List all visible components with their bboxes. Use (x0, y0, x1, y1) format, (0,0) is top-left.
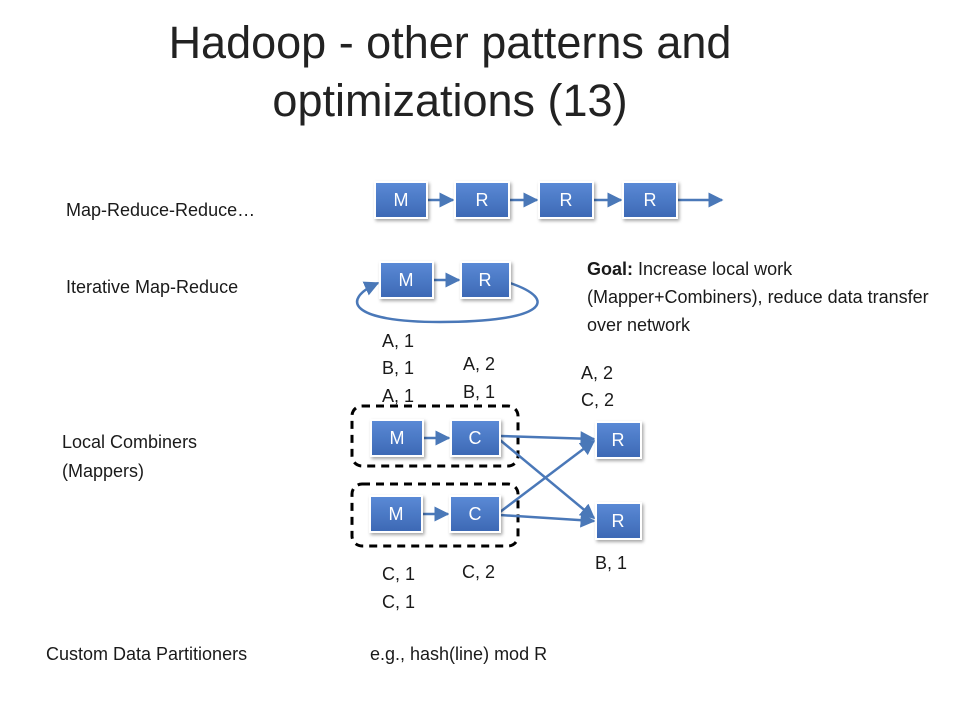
svg-text:R: R (644, 190, 657, 210)
map-reduce-reduce-chain: M R R R (374, 181, 724, 219)
svg-text:C: C (469, 428, 482, 448)
arrow-c1-to-r1 (499, 431, 596, 447)
iterative-chain: M R (356, 261, 539, 324)
iterative-map-reduce-label: Iterative Map-Reduce (66, 277, 239, 297)
arrow-c1-to-r2 (499, 439, 596, 519)
arrow-c2-to-r1 (499, 440, 596, 513)
map-reduce-reduce-label: Map-Reduce-Reduce… (66, 200, 256, 220)
iter-reduce-box: R (460, 261, 511, 299)
combiner-map-box-2: M (369, 495, 423, 533)
svg-text:M: M (399, 270, 414, 290)
arrow-c2-to-r2 (499, 512, 596, 528)
iter-map-box: M (379, 261, 434, 299)
mrr-reduce-box-1: R (454, 181, 510, 219)
page-title: Hadoop - other patterns and optimization… (0, 14, 900, 130)
combiner2-output: C, 2 (462, 562, 496, 582)
svg-text:R: R (479, 270, 492, 290)
reducer1-input-line-2: C, 2 (581, 390, 615, 410)
svg-text:C: C (469, 504, 482, 524)
title-line-1: Hadoop - other patterns and (168, 17, 732, 68)
iteration-loop-arrow (356, 281, 539, 324)
combiner1-output-line-2: B, 1 (463, 382, 496, 402)
combiner-reduce-box-1: R (595, 421, 642, 459)
svg-text:R: R (476, 190, 489, 210)
mapper1-output-line-2: B, 1 (382, 358, 415, 378)
mrr-reduce-box-3: R (622, 181, 678, 219)
reducer2-input: B, 1 (595, 553, 628, 573)
svg-text:R: R (612, 430, 625, 450)
mapper2-output-line-1: C, 1 (382, 564, 416, 584)
mrr-map-box: M (374, 181, 428, 219)
goal-heading: Goal: (587, 259, 634, 279)
custom-data-partitioners-label: Custom Data Partitioners (46, 644, 248, 664)
mappers-label: (Mappers) (62, 461, 145, 481)
mapper2-output-line-2: C, 1 (382, 592, 416, 612)
goal-text: Goal: Increase local work (Mapper+Combin… (587, 255, 947, 339)
title-line-2: optimizations (13) (272, 75, 628, 126)
combiner-map-box-1: M (370, 419, 424, 457)
local-combiners-label: Local Combiners (62, 432, 198, 452)
svg-text:M: M (389, 504, 404, 524)
combiner1-output-line-1: A, 2 (463, 354, 496, 374)
combiner-box-1: C (450, 419, 501, 457)
svg-text:R: R (612, 511, 625, 531)
mapper-group-1-dashed-outline (350, 404, 520, 468)
goal-body: Increase local work (Mapper+Combiners), … (587, 259, 929, 335)
svg-text:M: M (390, 428, 405, 448)
reducer1-input-line-1: A, 2 (581, 363, 614, 383)
mapper1-output-line-1: A, 1 (382, 331, 415, 351)
partitioner-example: e.g., hash(line) mod R (370, 644, 548, 664)
combiner-reduce-box-2: R (595, 502, 642, 540)
combiner-box-2: C (449, 495, 501, 533)
mapper1-output-line-3: A, 1 (382, 386, 415, 406)
svg-text:M: M (394, 190, 409, 210)
svg-text:R: R (560, 190, 573, 210)
local-combiners-diagram: M C M C R R (350, 404, 642, 548)
mrr-reduce-box-2: R (538, 181, 594, 219)
